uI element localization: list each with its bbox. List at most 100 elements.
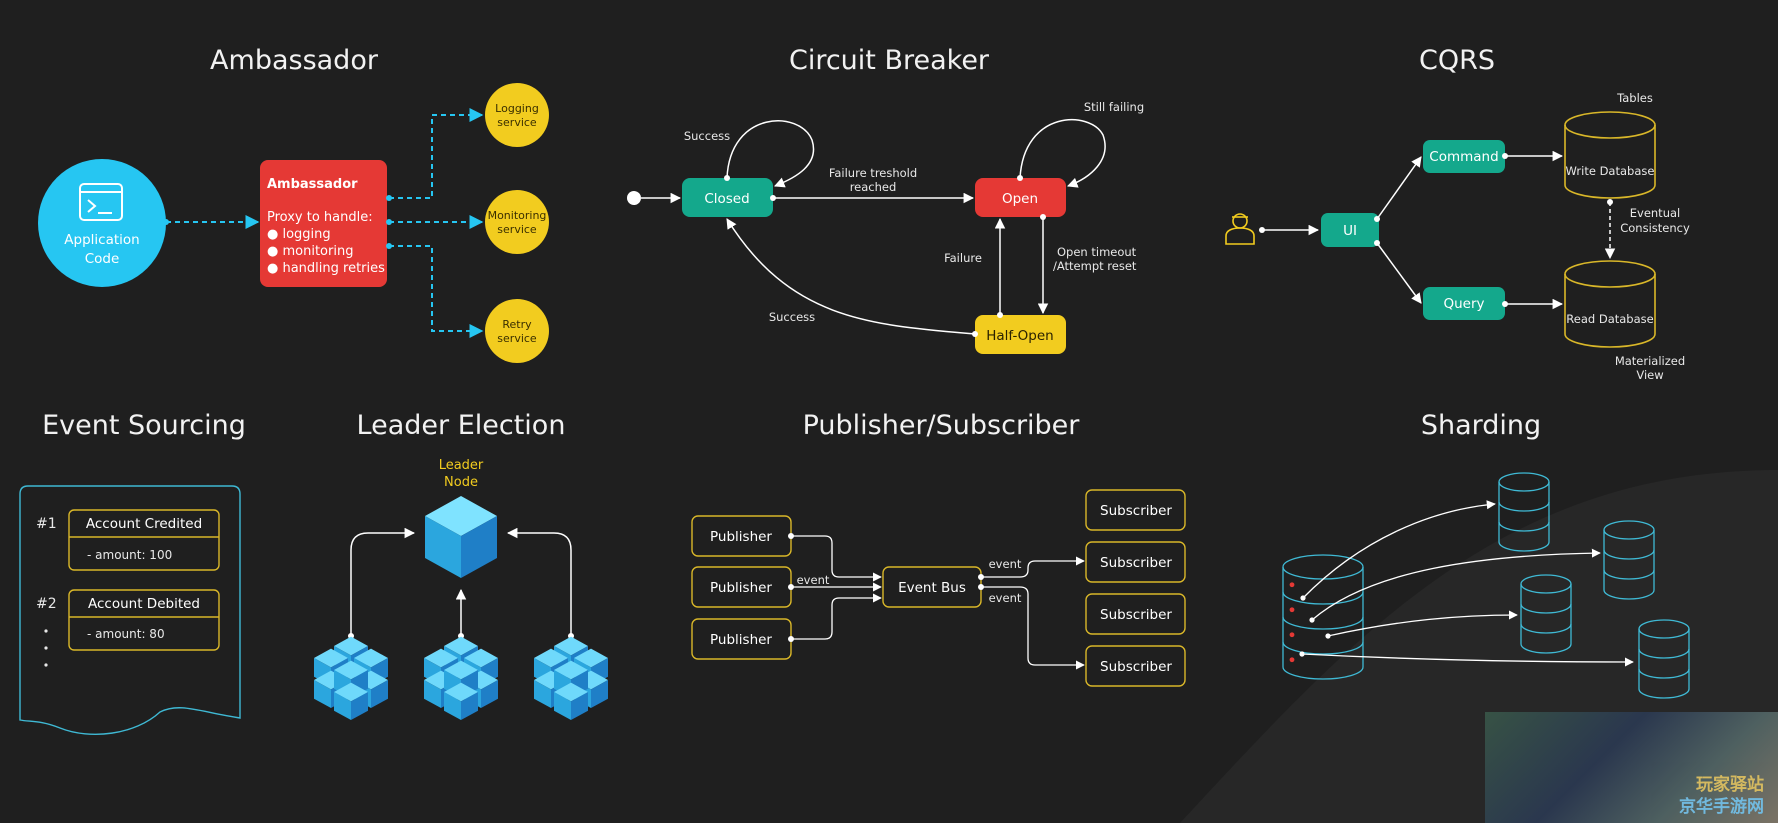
shard-arrow-4 [1301, 653, 1634, 667]
failure-threshold-label-1: Failure treshold [829, 166, 917, 180]
closed-self-loop [726, 120, 815, 188]
ambassador-box-line-3: ● monitoring [267, 244, 353, 259]
closed-label: Closed [704, 191, 749, 207]
halfopen-to-closed-arrow [726, 218, 976, 335]
shard-arrow-2 [1311, 548, 1601, 621]
failure-threshold-label-2: reached [850, 180, 897, 194]
open-label: Open [1002, 191, 1038, 207]
open-timeout-label-1: Open timeout [1057, 245, 1137, 259]
eventual-label-2: Consistency [1620, 221, 1690, 235]
pubsub-title: Publisher/Subscriber [803, 410, 1081, 441]
ui-node [1321, 213, 1379, 247]
eventual-label-1: Eventual [1630, 206, 1680, 220]
cube [334, 682, 368, 721]
event-sourcing-title: Event Sourcing [42, 410, 246, 441]
command-label: Command [1429, 149, 1498, 165]
materialized-label-1: Materialized [1615, 354, 1685, 368]
retry-label-1: Retry [502, 318, 532, 331]
event-out-top-label: event [989, 557, 1022, 571]
shard-database-1 [1498, 472, 1550, 552]
terminal-icon [79, 183, 123, 221]
ambassador-box-title: Ambassador [267, 177, 358, 192]
follower-cluster-3 [534, 636, 608, 721]
materialized-label-2: View [1636, 368, 1663, 382]
retry-label-2: service [497, 332, 537, 345]
cqrs-title: CQRS [1419, 45, 1495, 76]
success-top-label: Success [684, 129, 730, 143]
tables-label: Tables [1616, 91, 1653, 105]
follower-cluster-1 [314, 636, 388, 721]
subscriber-1-label: Subscriber [1100, 503, 1172, 519]
circuit-breaker-section: Circuit Breaker Closed Open Half-Open Su… [627, 45, 1144, 354]
success-bottom-label: Success [769, 310, 815, 324]
subscriber-1 [1085, 489, 1186, 531]
shard-arrow-1 [1302, 500, 1496, 599]
event-out-bottom-label: event [989, 591, 1022, 605]
ellipsis-dots [44, 629, 48, 667]
sharding-title: Sharding [1421, 410, 1541, 441]
half-open-state [975, 315, 1066, 354]
ambassador-box-line-1: Proxy to handle: [267, 210, 373, 225]
read-database [1564, 260, 1656, 348]
event-1-name: Account Credited [86, 516, 202, 532]
ambassador-box-line-2: ● logging [267, 227, 331, 242]
application-code-node [38, 159, 166, 287]
subscriber-3 [1085, 593, 1186, 635]
subscriber-2-label: Subscriber [1100, 555, 1172, 571]
open-state [975, 178, 1066, 217]
leader-label-2: Node [444, 475, 478, 490]
event-2-detail: - amount: 80 [87, 627, 165, 641]
leader-election-section: Leader Election Leader Node [314, 410, 608, 721]
circuit-breaker-title: Circuit Breaker [789, 45, 990, 76]
ambassador-to-logging-arrow [389, 108, 484, 199]
leader-election-title: Leader Election [357, 410, 566, 441]
initial-state-dot [627, 191, 641, 205]
ambassador-title: Ambassador [210, 45, 379, 76]
watermark-line-2: 京华手游网 [1679, 797, 1764, 817]
event-bus-label: Event Bus [898, 580, 966, 596]
logging-label-2: service [497, 116, 537, 129]
event-sourcing-section: Event Sourcing #1 Account Credited - amo… [19, 410, 246, 735]
subscriber-2 [1085, 541, 1186, 583]
ambassador-to-retry-arrow [389, 245, 484, 338]
cube [554, 682, 588, 721]
watermark: 玩家驿站 京华手游网 [1485, 712, 1778, 823]
application-code-label-1: Application [64, 232, 139, 248]
event-2-number: #2 [36, 596, 57, 612]
logging-label-1: Logging [495, 102, 539, 115]
retry-service-node [485, 299, 549, 363]
monitoring-label-1: Monitoring [488, 209, 547, 222]
event-2-card [68, 589, 220, 651]
event-2-name: Account Debited [88, 596, 200, 612]
ambassador-box [260, 160, 387, 287]
watermark-line-1: 玩家驿站 [1696, 775, 1764, 795]
publisher-3-label: Publisher [710, 632, 772, 648]
cqrs-section: CQRS UI Command Query Write [1225, 45, 1690, 382]
ambassador-section: Ambassador Application Code Ambassador P… [38, 45, 549, 363]
open-timeout-label-2: /Attempt reset [1053, 259, 1137, 273]
sharding-section: Sharding [1282, 410, 1690, 699]
still-failing-label: Still failing [1084, 100, 1144, 114]
open-self-loop [1019, 118, 1106, 188]
command-node [1423, 140, 1505, 173]
write-db-label: Write Database [1566, 164, 1655, 178]
shard-database-4 [1638, 619, 1690, 699]
event-1-detail: - amount: 100 [87, 548, 172, 562]
publisher-2-label: Publisher [710, 580, 772, 596]
publisher-1-label: Publisher [710, 529, 772, 545]
application-code-label-2: Code [85, 251, 120, 267]
failure-label: Failure [944, 251, 982, 265]
ambassador-box-line-4: ● handling retries [267, 261, 385, 276]
event-1-number: #1 [36, 516, 57, 532]
shard-database-2 [1603, 520, 1655, 600]
monitoring-label-2: service [497, 223, 537, 236]
subscriber-4 [1085, 645, 1186, 687]
read-db-label: Read Database [1566, 312, 1653, 326]
pubsub-section: Publisher/Subscriber Publisher Publisher… [691, 410, 1186, 687]
leader-label-1: Leader [439, 458, 484, 473]
subscriber-4-label: Subscriber [1100, 659, 1172, 675]
follower-cluster-2 [424, 636, 498, 721]
subscriber-3-label: Subscriber [1100, 607, 1172, 623]
main-database [1282, 554, 1364, 680]
